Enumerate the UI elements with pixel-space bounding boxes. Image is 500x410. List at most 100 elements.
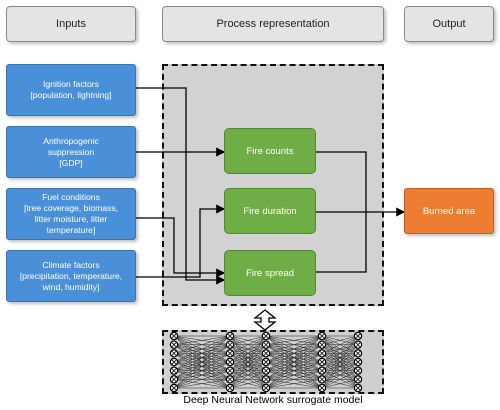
nn-node-mark — [227, 359, 233, 365]
nn-connection — [173, 335, 231, 345]
nn-node-mark — [319, 350, 325, 356]
nn-node-mark — [319, 333, 325, 339]
nn-node-mark — [263, 350, 269, 356]
coupling-double-arrow — [253, 309, 277, 331]
nn-node-mark — [171, 359, 177, 365]
nn-connection — [229, 335, 267, 345]
nn-connection — [321, 335, 359, 345]
nn-node-mark — [355, 368, 361, 374]
output-header: Output — [404, 6, 494, 42]
nn-connection — [173, 353, 231, 389]
nn-connection — [229, 353, 267, 389]
nn-connection — [265, 335, 323, 389]
nn-node-mark — [355, 350, 361, 356]
nn-connection — [173, 335, 231, 380]
nn-connection — [265, 335, 323, 380]
nn-node-mark — [171, 350, 177, 356]
nn-node-mark — [227, 342, 233, 348]
input-anthropogenic-suppression: Anthropogenic suppression [GDP] — [6, 126, 136, 178]
nn-node-mark — [171, 385, 177, 391]
nn-connection — [173, 335, 231, 389]
neural-network — [169, 331, 363, 393]
nn-node-mark — [227, 333, 233, 339]
nn-connection — [265, 335, 323, 371]
input-ignition-factors: Ignition factors [population, lightning] — [6, 64, 136, 116]
input-climate-factors: Climate factors [precipitation, temperat… — [6, 250, 136, 302]
nn-connection — [173, 344, 231, 389]
nn-node-mark — [355, 376, 361, 382]
nn-node-mark — [319, 385, 325, 391]
nn-connection — [173, 370, 231, 389]
inputs-header: Inputs — [6, 6, 136, 42]
nn-node-mark — [171, 376, 177, 382]
nn-connection — [173, 335, 231, 354]
nn-node-mark — [319, 359, 325, 365]
counts-to-output — [316, 151, 367, 212]
nn-connection — [229, 361, 267, 389]
climate-connector — [136, 204, 226, 278]
nn-node-mark — [263, 359, 269, 365]
nn-node-mark — [227, 376, 233, 382]
process-fire-spread: Fire spread — [224, 250, 316, 296]
nn-connection — [229, 335, 267, 371]
nn-connection — [229, 335, 267, 389]
nn-connection — [265, 379, 323, 389]
nn-connection — [265, 344, 323, 389]
nn-connection — [321, 335, 359, 354]
nn-connection — [321, 335, 359, 389]
nn-node-mark — [319, 342, 325, 348]
nn-node-mark — [319, 376, 325, 382]
output-burned-area: Burned area — [404, 188, 494, 234]
nn-connection — [321, 335, 359, 363]
nn-node-mark — [227, 350, 233, 356]
nn-connection — [265, 335, 323, 363]
nn-node-mark — [171, 333, 177, 339]
nn-connection — [173, 335, 231, 371]
nn-connection — [229, 344, 267, 389]
nn-node-mark — [263, 368, 269, 374]
nn-node-mark — [227, 385, 233, 391]
nn-node-mark — [355, 333, 361, 339]
nn-connection — [229, 335, 267, 380]
nn-connection — [229, 335, 267, 363]
dnn-caption: Deep Neural Network surrogate model — [183, 394, 363, 406]
nn-node-mark — [355, 385, 361, 391]
nn-connection — [265, 353, 323, 389]
nn-connection — [321, 335, 359, 380]
nn-node-mark — [355, 359, 361, 365]
nn-connection — [321, 379, 359, 389]
nn-connection — [173, 335, 231, 363]
nn-node-mark — [227, 368, 233, 374]
nn-connection — [321, 335, 359, 371]
nn-connection — [173, 361, 231, 389]
process-fire-counts: Fire counts — [224, 128, 316, 174]
nn-connection — [321, 344, 359, 389]
nn-connection — [265, 361, 323, 389]
nn-connection — [229, 335, 267, 354]
nn-node-mark — [319, 368, 325, 374]
nn-connection — [321, 370, 359, 389]
nn-node-mark — [171, 368, 177, 374]
nn-node-mark — [355, 342, 361, 348]
nn-connection — [229, 370, 267, 389]
process-fire-duration: Fire duration — [224, 188, 316, 234]
nn-connection — [173, 379, 231, 389]
ignition-connector — [136, 87, 226, 285]
nn-connection — [321, 361, 359, 389]
nn-connection — [265, 370, 323, 389]
nn-connection — [229, 379, 267, 389]
input-fuel-conditions: Fuel conditions [tree coverage, biomass,… — [6, 188, 136, 240]
nn-node-mark — [263, 342, 269, 348]
nn-node-mark — [263, 376, 269, 382]
nn-connection — [265, 335, 323, 354]
nn-node-mark — [263, 333, 269, 339]
nn-node-mark — [263, 385, 269, 391]
nn-connection — [321, 353, 359, 389]
fuel-connector — [136, 217, 226, 278]
nn-connection — [265, 335, 323, 345]
process-header: Process representation — [162, 6, 384, 42]
nn-node-mark — [171, 342, 177, 348]
spread-to-output — [316, 212, 367, 273]
